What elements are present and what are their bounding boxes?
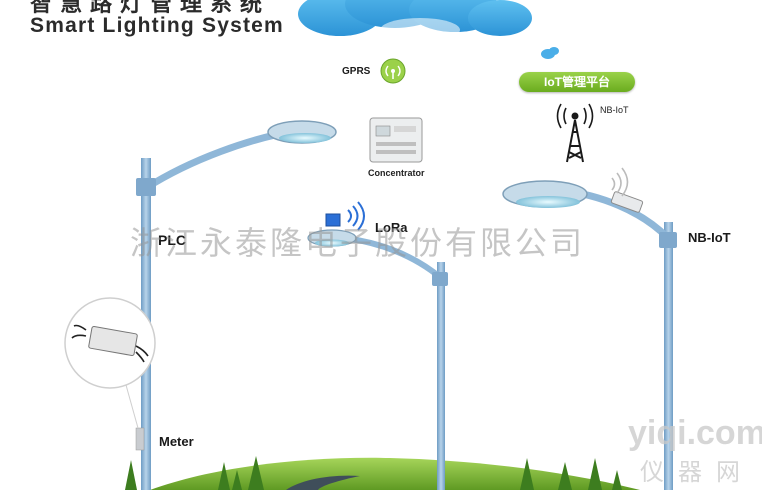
nb-iot-tower-label: NB-IoT: [600, 105, 629, 115]
small-cloud-icon: [541, 47, 559, 59]
site-watermark-chinese: 仪器网: [640, 459, 754, 486]
trees: [125, 456, 622, 490]
concentrator-device: [369, 117, 423, 163]
grass-hill: [150, 457, 640, 490]
cloud-cluster: [298, 0, 532, 42]
meter-callout: [64, 297, 156, 429]
meter-label: Meter: [159, 434, 194, 449]
page-title-chinese: 智慧路灯管理系统: [30, 0, 271, 16]
site-watermark: yiqi.com: [628, 414, 762, 452]
nbiot-street-lamp: [502, 167, 677, 490]
plc-label: PLC: [158, 232, 186, 248]
gprs-signal-icon: [380, 58, 406, 84]
iot-platform-badge: IoT管理平台: [519, 72, 635, 92]
gprs-label: GPRS: [342, 66, 371, 77]
lora-street-lamp: [307, 201, 448, 490]
company-watermark: 浙江永泰隆电子股份有限公司: [130, 224, 586, 262]
concentrator-label: Concentrator: [368, 168, 425, 178]
lora-label: LoRa: [375, 220, 408, 235]
nb-iot-lamp-label: NB-IoT: [688, 230, 731, 245]
nbiot-tower-icon: [556, 103, 594, 163]
page-title-english: Smart Lighting System: [30, 14, 284, 37]
